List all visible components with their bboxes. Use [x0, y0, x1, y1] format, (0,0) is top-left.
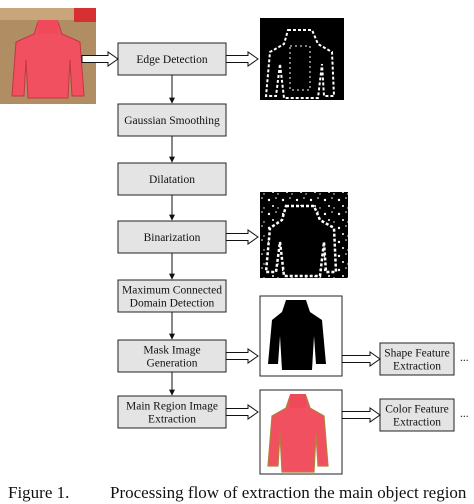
- caption-text: Processing flow of extraction the main o…: [110, 483, 467, 502]
- mask-output-image: [259, 295, 343, 377]
- shape-feature-box-label: Shape Feature: [384, 348, 449, 360]
- edge-detection-output-image: [260, 18, 344, 100]
- block-arrow: [341, 351, 381, 367]
- continuation-ellipsis: ...: [460, 408, 469, 420]
- input-photo: [0, 8, 96, 104]
- binarization-box: Binarization: [117, 220, 227, 254]
- figure-caption: Figure 1. Processing flow of extraction …: [0, 481, 474, 504]
- main-region-extraction-box-label: Main Region Image: [126, 401, 218, 413]
- caption-number: Figure 1.: [8, 483, 70, 502]
- max-connected-domain-box-label: Domain Detection: [130, 298, 215, 310]
- mask-generation-box-label: Mask Image: [143, 345, 200, 357]
- dilatation-box: Dilatation: [117, 162, 227, 196]
- main-region-output-image: [259, 389, 343, 475]
- edge-detection-box-label: Edge Detection: [136, 54, 207, 66]
- binarization-box-label: Binarization: [144, 232, 201, 244]
- binarization-output-image: [260, 192, 348, 278]
- color-feature-box-label: Color Feature: [385, 404, 449, 416]
- block-arrow: [81, 51, 119, 67]
- max-connected-domain-box-label: Maximum Connected: [122, 285, 222, 297]
- gaussian-smoothing-box: Gaussian Smoothing: [117, 103, 227, 137]
- block-arrow: [225, 229, 259, 245]
- block-arrow: [225, 348, 259, 364]
- color-feature-box-label: Extraction: [393, 417, 441, 429]
- edge-detection-box: Edge Detection: [117, 42, 227, 76]
- block-arrow: [225, 404, 259, 420]
- connectors: [81, 51, 381, 423]
- shape-feature-box-label: Extraction: [393, 361, 441, 373]
- mask-generation-box-label: Generation: [146, 358, 197, 370]
- dilatation-box-label: Dilatation: [149, 174, 195, 186]
- continuation-ellipsis: ...: [460, 352, 469, 364]
- main-region-extraction-box-label: Extraction: [148, 414, 196, 426]
- gaussian-smoothing-box-label: Gaussian Smoothing: [124, 115, 220, 127]
- block-arrow: [341, 407, 381, 423]
- block-arrow: [225, 51, 259, 67]
